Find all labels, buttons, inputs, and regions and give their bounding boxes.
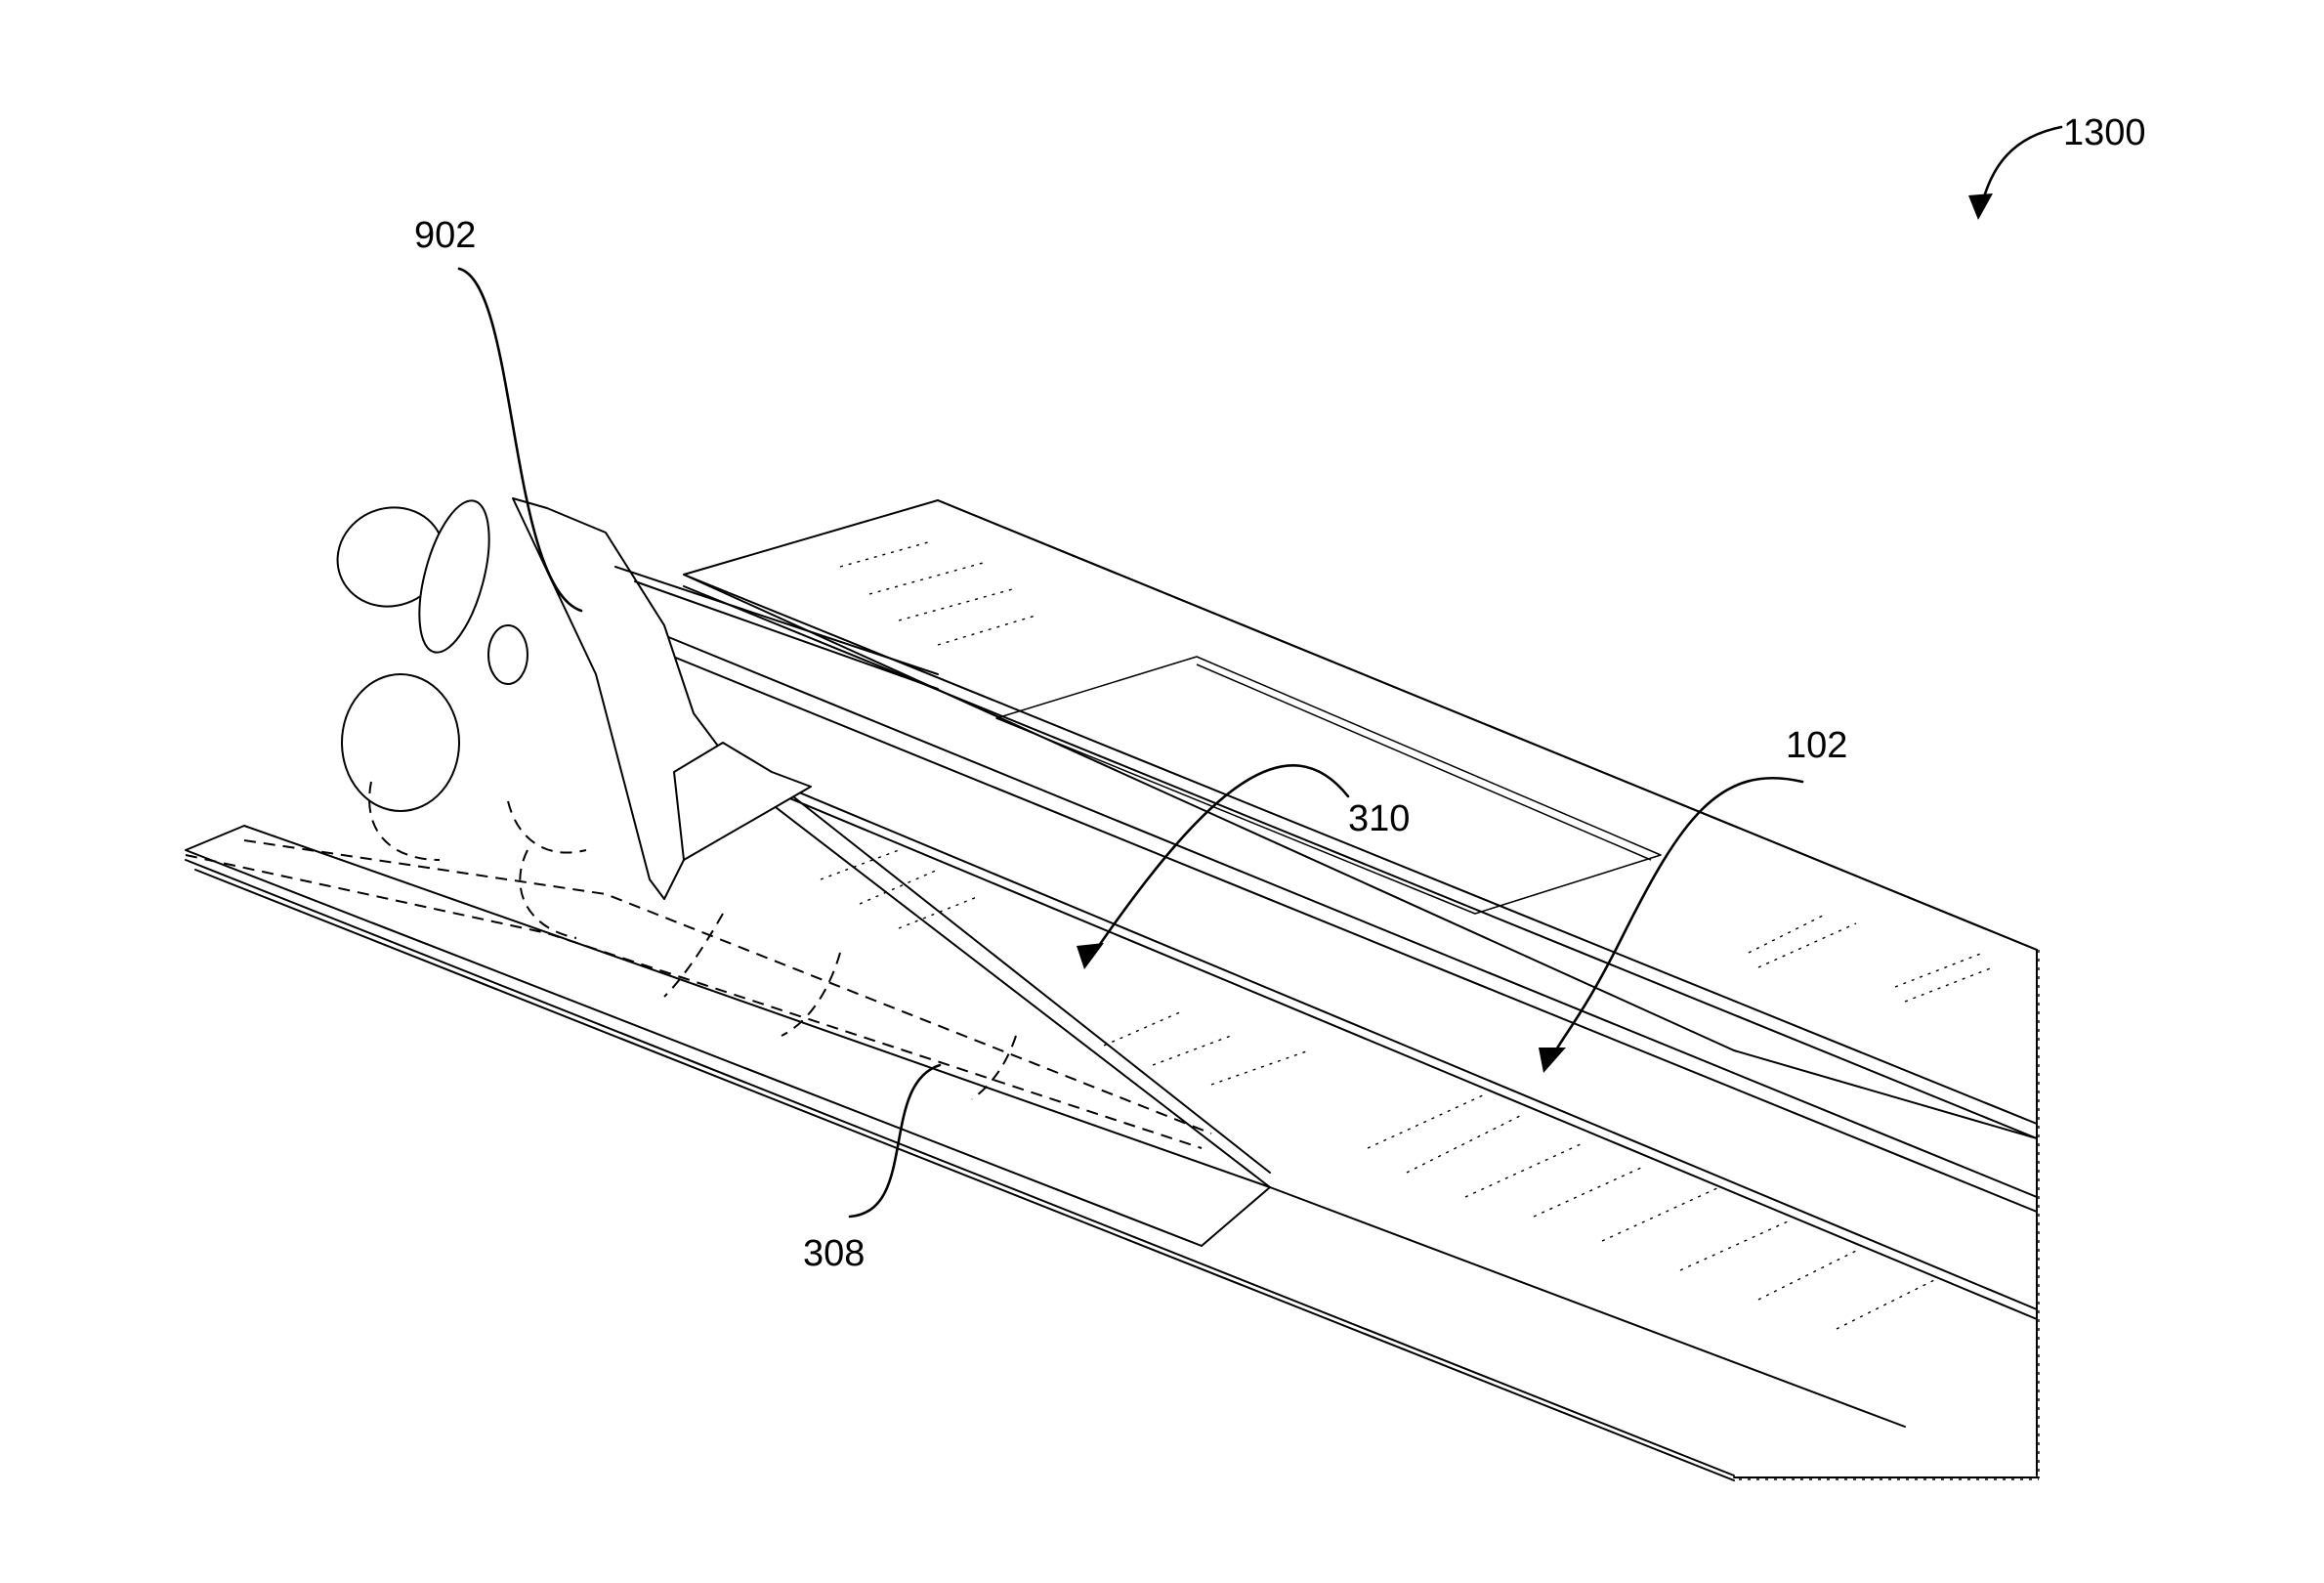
label-102: 102 <box>1786 725 1847 766</box>
label-1300: 1300 <box>2063 112 2146 153</box>
label-902: 902 <box>414 215 476 256</box>
wing-panel <box>625 500 2039 1476</box>
label-310: 310 <box>1348 798 1410 839</box>
label-308: 308 <box>803 1233 865 1274</box>
